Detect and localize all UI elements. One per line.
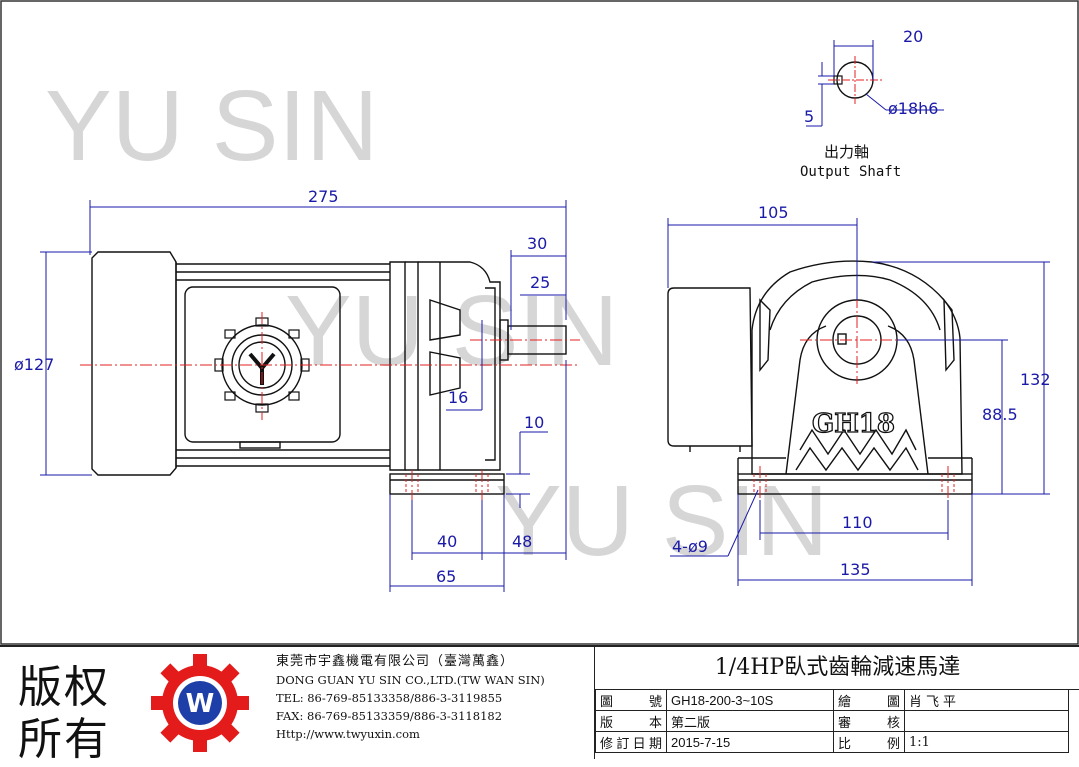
side-foot-holes (753, 474, 955, 494)
dim-foot-40: 40 (437, 532, 457, 551)
drawing-no-value: GH18-200-3~10S (666, 689, 834, 711)
front-centerlines (80, 312, 580, 500)
dim-height-132: 132 (1020, 370, 1051, 389)
front-foot-holes (405, 474, 489, 494)
version-value: 第二版 (666, 710, 834, 732)
revise-date-label: 修訂日期 (595, 731, 667, 753)
dim-shaft-key-5: 5 (804, 107, 814, 126)
table-row: 修訂日期 2015-7-15 比例 1:1 (595, 731, 1069, 753)
dim-16: 16 (448, 388, 468, 407)
logo-gear-icon: W (151, 654, 249, 752)
company-fax: FAX: 86-769-85133359/886-3-3118182 (276, 709, 503, 723)
copyright-block: 版权 所有 (8, 651, 138, 765)
drawing-info: 1/4HP臥式齒輪減速馬達 圖號 GH18-200-3~10S 繪圖 肖飞平 版… (594, 647, 1079, 759)
dim-overall-length: 275 (308, 187, 339, 206)
side-centerlines (759, 296, 949, 500)
copyright-line-2: 所有 (18, 714, 110, 765)
dim-side-105: 105 (758, 203, 789, 222)
technical-drawing: YU SIN YU SIN YU SIN (0, 0, 1079, 645)
copyright-line-1: 版权 (18, 662, 110, 713)
scale-label: 比例 (833, 731, 905, 753)
logo-letter: W (186, 689, 215, 719)
company-name-en: DONG GUAN YU SIN CO.,LTD.(TW WAN SIN) (276, 673, 545, 687)
review-label: 審核 (833, 710, 905, 732)
watermark-text-1: YU SIN (45, 70, 378, 182)
dim-base-135: 135 (840, 560, 871, 579)
table-row: 版本 第二版 審核 (595, 710, 1069, 732)
dim-shaft-25: 25 (530, 273, 550, 292)
side-dimensions (667, 218, 1050, 586)
drawn-label: 繪圖 (833, 689, 905, 711)
reviewer-value (904, 710, 1069, 732)
dim-shaft-30: 30 (527, 234, 547, 253)
company-logo: W (151, 654, 249, 752)
version-label: 版本 (595, 710, 667, 732)
dim-center-88-5: 88.5 (982, 405, 1018, 424)
dim-holes: 4-ø9 (672, 537, 708, 556)
dim-foot-48: 48 (512, 532, 532, 551)
shaft-detail (806, 40, 944, 127)
product-title: 1/4HP臥式齒輪減速馬達 (595, 647, 1079, 690)
title-block: 版权 所有 W 東莞市宇鑫機電有限公司（臺灣萬鑫） DONG GUAN YU S… (0, 645, 1079, 765)
drawing-info-table: 圖號 GH18-200-3~10S 繪圖 肖飞平 版本 第二版 審核 修訂日期 … (595, 689, 1069, 753)
shaft-title-en: Output Shaft (800, 164, 901, 180)
dim-shaft-width-20: 20 (903, 27, 923, 46)
company-tel: TEL: 86-769-85133358/886-3-3119855 (276, 691, 503, 705)
watermark-text-2: YU SIN (285, 275, 618, 387)
drawn-by-value: 肖飞平 (904, 689, 1069, 711)
dim-10: 10 (524, 413, 544, 432)
revise-date-value: 2015-7-15 (666, 731, 834, 753)
scale-value: 1:1 (904, 731, 1069, 753)
company-website: Http://www.twyuxin.com (276, 727, 420, 741)
company-name-cn: 東莞市宇鑫機電有限公司（臺灣萬鑫） (276, 654, 515, 669)
company-info: 東莞市宇鑫機電有限公司（臺灣萬鑫） DONG GUAN YU SIN CO.,L… (276, 653, 596, 743)
drawing-no-label: 圖號 (595, 689, 667, 711)
side-view (667, 260, 973, 495)
front-dimensions (40, 200, 567, 592)
watermark-text-3: YU SIN (495, 465, 828, 577)
dim-shaft-diameter: ø18h6 (888, 99, 938, 118)
watermark: YU SIN YU SIN YU SIN (45, 70, 828, 577)
shaft-title-cn: 出力軸 (824, 143, 869, 161)
table-row: 圖號 GH18-200-3~10S 繪圖 肖飞平 (595, 689, 1069, 711)
dim-mount-110: 110 (842, 513, 873, 532)
gearbox-label: GH18 (812, 409, 895, 439)
dim-foot-65: 65 (436, 567, 456, 586)
dim-motor-diameter: ø127 (14, 355, 54, 374)
